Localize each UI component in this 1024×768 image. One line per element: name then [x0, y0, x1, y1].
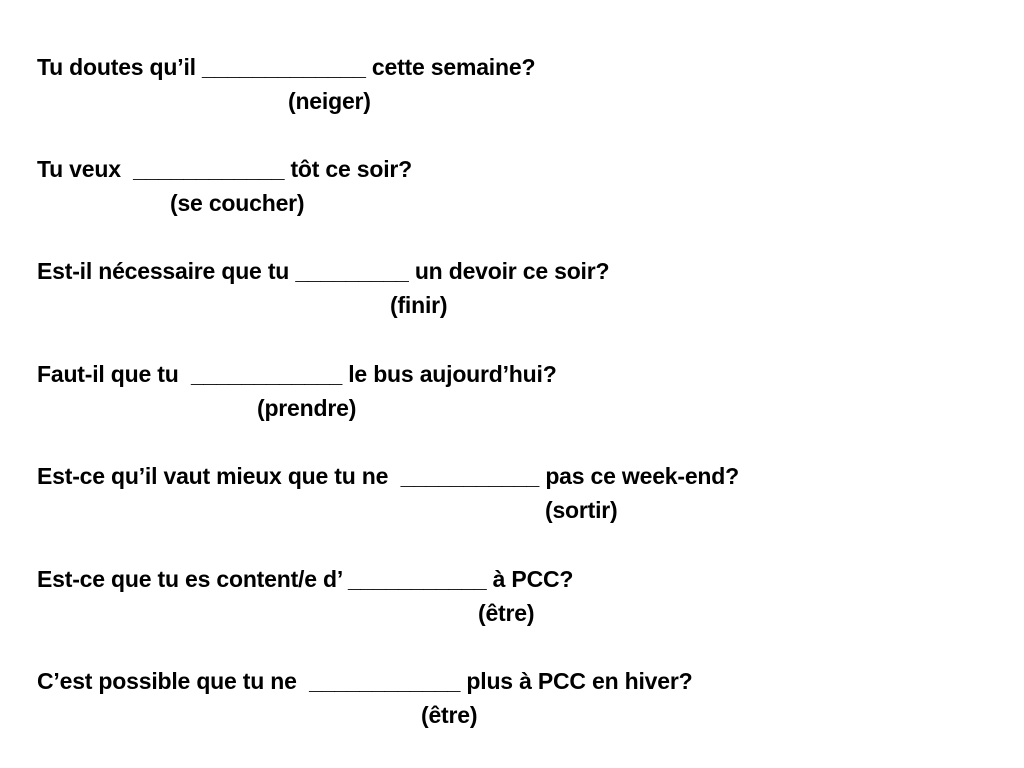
sentence-3: Est-il nécessaire que tu _________ un de…: [37, 258, 610, 284]
verb-hint-4: (prendre): [257, 395, 357, 421]
verb-hint-6: (être): [478, 600, 535, 626]
sentence-4: Faut-il que tu ____________ le bus aujou…: [37, 361, 557, 387]
verb-hint-2: (se coucher): [170, 190, 305, 216]
sentence-5: Est-ce qu’il vaut mieux que tu ne ______…: [37, 463, 739, 489]
sentence-2: Tu veux ____________ tôt ce soir?: [37, 156, 413, 182]
sentence-1: Tu doutes qu’il _____________ cette sema…: [37, 54, 536, 80]
verb-hint-7: (être): [421, 702, 478, 728]
verb-hint-5: (sortir): [545, 497, 618, 523]
sentence-7: C’est possible que tu ne ____________ pl…: [37, 668, 693, 694]
verb-hint-1: (neiger): [288, 88, 371, 114]
sentence-6: Est-ce que tu es content/e d’ __________…: [37, 566, 574, 592]
verb-hint-3: (finir): [390, 292, 448, 318]
